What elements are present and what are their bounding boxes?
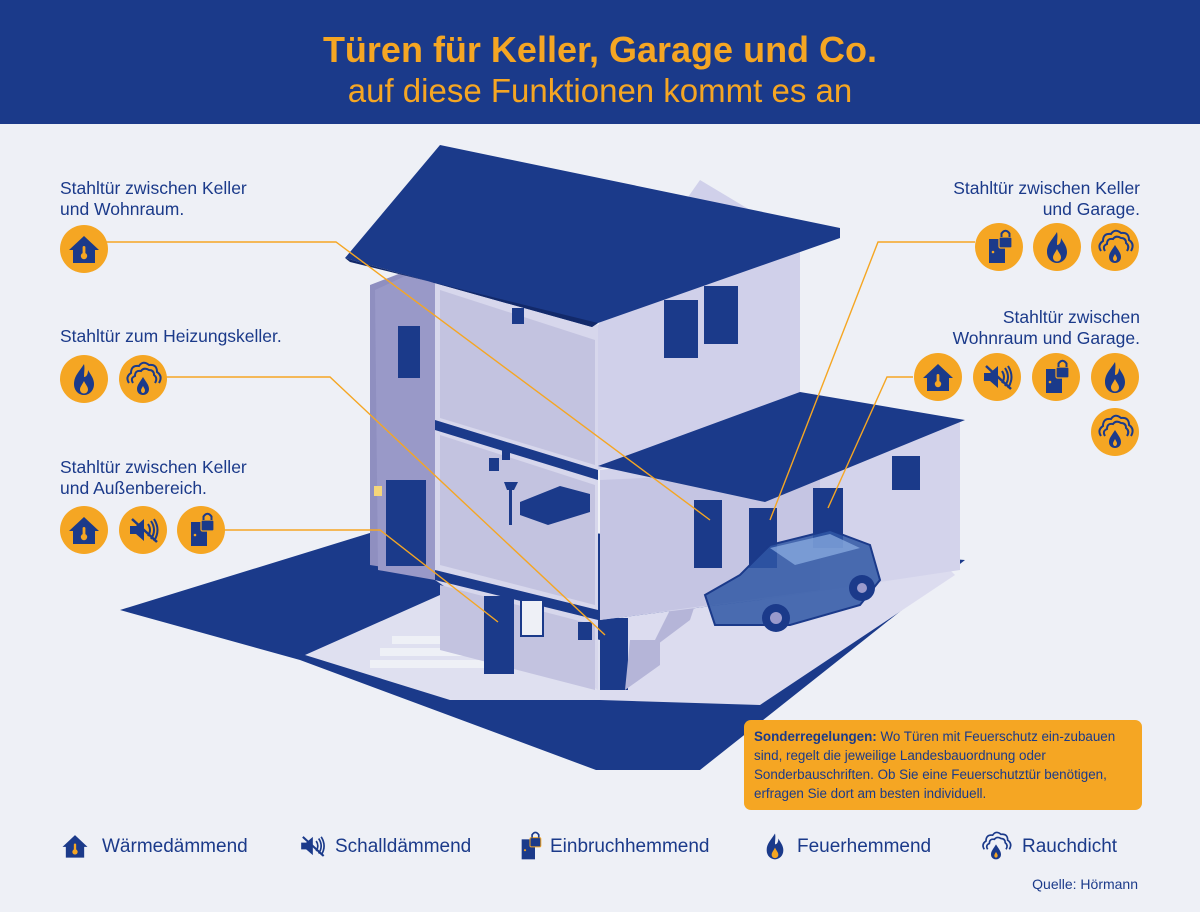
label-text: Stahltür zwischen Keller [60, 178, 247, 198]
picture-frame [489, 458, 499, 471]
heating-unit [578, 622, 592, 640]
upper-floor-slab [435, 420, 598, 480]
picture-frame-2 [502, 450, 510, 460]
label-text: Wohnraum und Garage. [952, 328, 1140, 348]
garage-window [892, 456, 920, 490]
living-room [440, 435, 595, 605]
page-subtitle: auf diese Funktionen kommt es an [347, 72, 853, 109]
label-text: Stahltür zwischen Keller [953, 178, 1140, 198]
einbruchhemmend-icon [975, 223, 1023, 271]
einbruchhemmend-icon [510, 826, 550, 866]
legend-rauchdicht: Rauchdicht [976, 826, 1156, 866]
window-upper-small [512, 308, 524, 324]
legend-label: Schalldämmend [335, 836, 472, 857]
front-door [386, 480, 426, 566]
feuerhemmend-icon [1033, 223, 1081, 271]
basement-room [440, 585, 595, 690]
note-heading: Sonderregelungen: [754, 729, 877, 744]
label-text: und Garage. [1042, 199, 1140, 219]
legend-einbruchhemmend: Einbruchhemmend [510, 826, 750, 866]
legend-waermedaemmend: Wärmedämmend [55, 826, 285, 866]
label-text: Stahltür zum Heizungskeller. [60, 326, 282, 346]
schalldaemmend-icon [119, 506, 167, 554]
waermedaemmend-icon [60, 225, 108, 273]
legend-label: Einbruchhemmend [550, 836, 710, 857]
label-heizungskeller: Stahltür zum Heizungskeller. [60, 326, 282, 347]
waermedaemmend-icon [60, 506, 108, 554]
waermedaemmend-icon [914, 353, 962, 401]
feuerhemmend-icon [1091, 353, 1139, 401]
legend-label: Rauchdicht [1022, 836, 1118, 857]
label-text: Stahltür zwischen Keller [60, 457, 247, 477]
rauchdicht-icon [976, 826, 1016, 866]
basement-door-outside [484, 596, 514, 674]
label-text: Stahltür zwischen [1002, 307, 1140, 327]
rauchdicht-icon [1091, 223, 1139, 271]
legend-label: Feuerhemmend [797, 836, 932, 857]
page-title: Türen für Keller, Garage und Co. [322, 29, 878, 70]
label-text: und Außenbereich. [60, 478, 207, 498]
rauchdicht-icon [119, 355, 167, 403]
basement-door-heating [600, 618, 628, 690]
feuerhemmend-icon [755, 826, 795, 866]
label-keller-wohnraum: Stahltür zwischen Keller und Wohnraum. [60, 178, 247, 220]
note-text: Wo Türen mit Feuerschutz ein-zubauen sin… [754, 729, 1116, 801]
legend-label: Wärmedämmend [102, 836, 248, 857]
leader-lines [96, 241, 975, 636]
label-text: und Wohnraum. [60, 199, 185, 219]
source-credit: Quelle: Hörmann [1032, 876, 1138, 892]
legend-feuerhemmend: Feuerhemmend [755, 826, 965, 866]
ground-floor-slab [435, 570, 598, 620]
boiler [520, 599, 544, 637]
label-keller-garage: Stahltür zwischen Keller und Garage. [953, 178, 1140, 220]
header-banner [0, 0, 1200, 124]
label-keller-aussen: Stahltür zwischen Keller und Außenbereic… [60, 457, 247, 499]
house-roof [345, 145, 840, 327]
garage-door-keller [694, 500, 722, 568]
roof-underside [345, 258, 598, 327]
garage-roof [598, 392, 965, 502]
label-wohnraum-garage: Stahltür zwischen Wohnraum und Garage. [953, 307, 1140, 349]
special-rules-note: Sonderregelungen: Wo Türen mit Feuerschu… [744, 720, 1142, 810]
window-gable [664, 286, 738, 358]
schalldaemmend-icon [973, 353, 1021, 401]
sofa [520, 486, 590, 525]
waermedaemmend-icon [55, 826, 95, 866]
floor-lamp [504, 482, 518, 525]
wall-lamp [374, 486, 382, 496]
feuerhemmend-icon [60, 355, 108, 403]
rauchdicht-icon [1091, 408, 1139, 456]
legend-schalldaemmend: Schalldämmend [292, 826, 512, 866]
window-left-wall [398, 326, 420, 378]
schalldaemmend-icon [292, 826, 332, 866]
einbruchhemmend-icon [1032, 353, 1080, 401]
car [703, 528, 882, 632]
einbruchhemmend-icon [177, 506, 225, 554]
